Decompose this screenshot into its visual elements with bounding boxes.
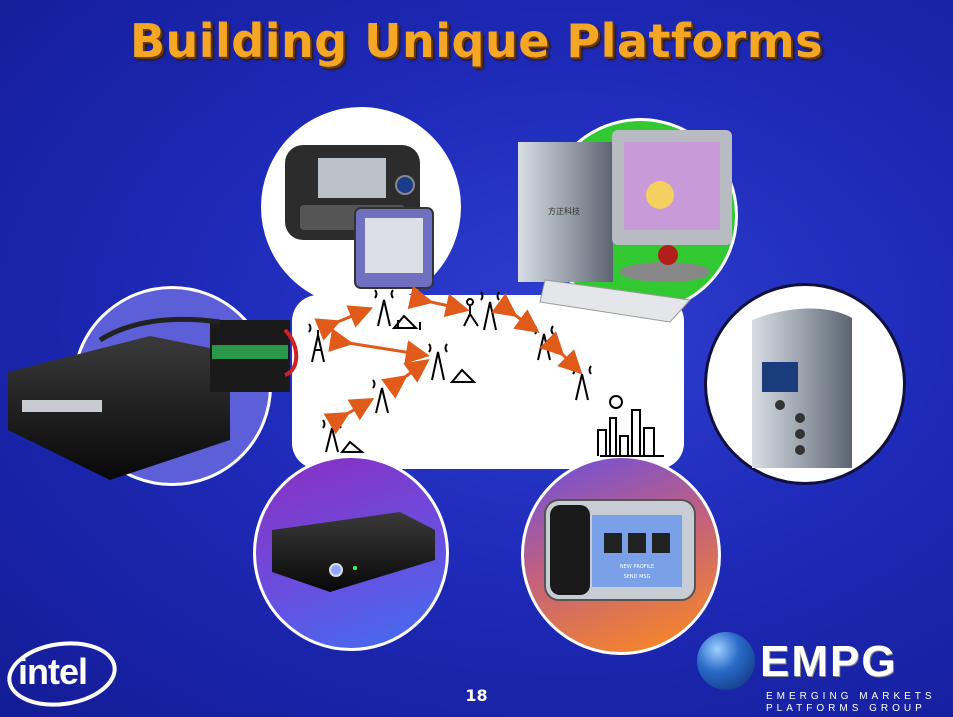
- tower-icon: [572, 365, 592, 401]
- slide-title: Building Unique Platforms: [129, 14, 824, 68]
- pc-brand-label: 方正科技: [548, 206, 580, 216]
- tower-icon: [322, 419, 342, 453]
- globe-icon: [697, 632, 755, 690]
- house-icon: [339, 440, 365, 453]
- send-msg-label: SEND MSG: [624, 574, 651, 580]
- desktop-pc-icon: 方正科技: [518, 130, 732, 323]
- house-icon: [391, 314, 421, 330]
- signal-arrows: [314, 285, 583, 435]
- new-profile-label: NEW PROFILE: [620, 564, 654, 570]
- house-icon: [449, 368, 477, 383]
- tower-icon: [374, 289, 394, 327]
- intel-logo: intel: [18, 651, 88, 692]
- portable-media-icon: NEW PROFILE SEND MSG: [544, 499, 696, 601]
- tower-pc-icon: [752, 308, 852, 468]
- people-icon: [463, 298, 479, 327]
- set-top-box-icon: [272, 512, 435, 592]
- tower-icon: [372, 379, 392, 414]
- battery-box-icon: [8, 316, 299, 480]
- empg-tagline-line1: EMERGING MARKETS: [766, 691, 936, 702]
- tower-icon: [534, 325, 554, 361]
- city-skyline-icon: [597, 395, 664, 457]
- tower-icon: [428, 343, 448, 381]
- tower-icon: [480, 291, 500, 331]
- network-diagram: [308, 289, 664, 457]
- handheld-device-icon: [285, 145, 434, 289]
- intel-logo-ring-icon: [7, 641, 117, 707]
- tower-icon: [308, 323, 328, 363]
- empg-logo: EMPG: [760, 637, 898, 686]
- empg-tagline-line2: PLATFORMS GROUP: [766, 703, 926, 714]
- page-number: 18: [465, 686, 488, 705]
